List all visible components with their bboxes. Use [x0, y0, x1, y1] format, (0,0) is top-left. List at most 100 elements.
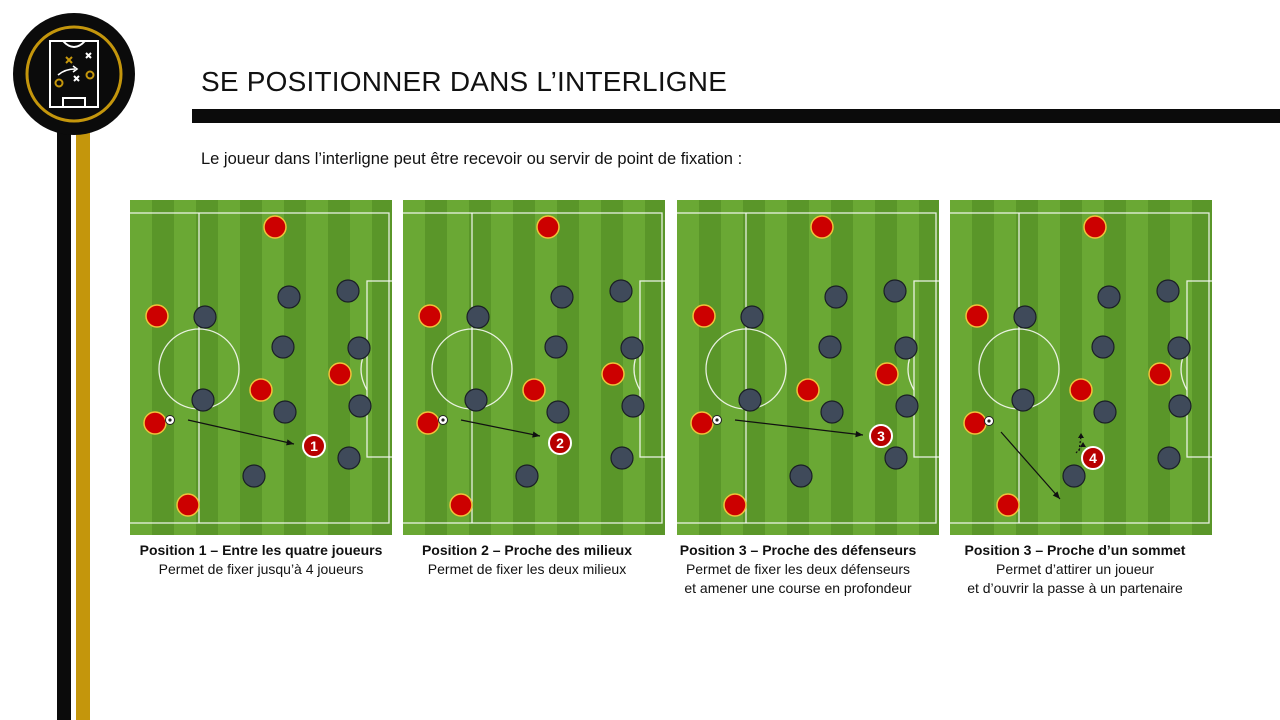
grey-player: [740, 305, 764, 329]
grey-player: [820, 400, 844, 424]
red-player: [145, 304, 169, 328]
grey-player: [191, 388, 215, 412]
movement-arrow: [1078, 435, 1082, 452]
grass-stripe: [218, 200, 240, 535]
pass-arrow: [1000, 431, 1061, 500]
red-player: [143, 411, 167, 435]
grass-stripe: [240, 200, 262, 535]
grey-player: [337, 446, 361, 470]
grey-player: [271, 335, 295, 359]
caption-2: Position 2 – Proche des milieux Permet d…: [396, 541, 658, 579]
grey-player: [193, 305, 217, 329]
caption-line: Permet d’attirer un joueur: [996, 561, 1154, 577]
grass-stripe: [831, 200, 853, 535]
grey-player: [1062, 464, 1086, 488]
grey-player: [895, 394, 919, 418]
grass-stripe: [1082, 200, 1104, 535]
numbered-player-marker: [302, 434, 326, 458]
caption-title: Position 2 – Proche des milieux: [421, 542, 633, 558]
numbered-player-marker: [869, 424, 893, 448]
grass-stripe: [787, 200, 809, 535]
grass-stripe: [677, 200, 699, 535]
movement-arrow-head: [1080, 442, 1086, 447]
grey-player: [1157, 446, 1181, 470]
grass-stripe: [284, 200, 306, 535]
tactics-board-logo-icon: [13, 13, 135, 135]
penalty-box: [913, 280, 939, 458]
grey-player: [1091, 335, 1115, 359]
red-player: [449, 493, 473, 517]
caption-title: Position 3 – Proche d’un sommet: [964, 542, 1186, 558]
pitch-outline: [677, 212, 937, 524]
grass-stripe: [557, 200, 579, 535]
grey-player: [1013, 305, 1037, 329]
grey-player: [620, 336, 644, 360]
caption-3: Position 3 – Proche des défenseurs Perme…: [667, 541, 929, 598]
grass-stripe: [972, 200, 994, 535]
red-player: [416, 411, 440, 435]
grass-stripe: [765, 200, 787, 535]
red-player: [522, 378, 546, 402]
page-title: SE POSITIONNER DANS L’INTERLIGNE: [201, 66, 728, 97]
grey-player: [348, 394, 372, 418]
grass-stripe: [853, 200, 875, 535]
penalty-box: [366, 280, 392, 458]
grey-player: [550, 285, 574, 309]
red-player: [249, 378, 273, 402]
grey-player: [884, 446, 908, 470]
grey-player: [242, 464, 266, 488]
caption-1: Position 1 – Entre les quatre joueurs Pe…: [130, 541, 392, 579]
caption-line: et amener une course en profondeur: [684, 580, 912, 596]
pass-arrow-head: [855, 431, 863, 438]
grey-player: [609, 279, 633, 303]
grey-player: [883, 279, 907, 303]
grey-player: [347, 336, 371, 360]
grey-player: [273, 400, 297, 424]
page-subtitle: Le joueur dans l’interligne peut être re…: [201, 150, 743, 168]
pitch-outline: [950, 212, 1210, 524]
grey-player: [544, 335, 568, 359]
grass-stripe: [130, 200, 152, 535]
red-player: [263, 215, 287, 239]
pitch-outline: [403, 212, 663, 524]
grey-player: [515, 464, 539, 488]
grey-player: [1156, 279, 1180, 303]
grass-stripe: [950, 200, 972, 535]
grass-stripe: [513, 200, 535, 535]
grass-stripe: [645, 200, 665, 535]
pitch-diagram-4: 4: [950, 200, 1212, 535]
grey-player: [621, 394, 645, 418]
football-icon-patch: [441, 418, 445, 422]
decorative-gold-stripe: [76, 120, 90, 720]
marker-number: 3: [877, 428, 885, 444]
red-player: [328, 362, 352, 386]
red-player: [1069, 378, 1093, 402]
marker-number: 1: [310, 438, 318, 454]
grass-stripe: [809, 200, 831, 535]
pass-arrow-head: [286, 439, 294, 446]
pitch-outline: [130, 212, 390, 524]
penalty-box: [1186, 280, 1212, 458]
pitch-diagram-3: 3: [677, 200, 939, 535]
red-player: [875, 362, 899, 386]
marker-number: 2: [556, 435, 564, 451]
caption-line: Permet de fixer jusqu’à 4 joueurs: [158, 561, 364, 577]
pitch-diagram-2: 2: [403, 200, 665, 535]
pass-arrow-head: [532, 431, 540, 438]
pass-arrow-head: [1052, 491, 1060, 499]
grey-player: [818, 335, 842, 359]
grey-player: [546, 400, 570, 424]
grass-stripe: [919, 200, 939, 535]
red-player: [601, 362, 625, 386]
red-player: [810, 215, 834, 239]
grey-player: [1168, 394, 1192, 418]
caption-title: Position 1 – Entre les quatre joueurs: [139, 542, 383, 558]
grass-stripe: [1192, 200, 1212, 535]
grass-stripe: [721, 200, 743, 535]
grey-player: [1093, 400, 1117, 424]
grass-stripe: [491, 200, 513, 535]
grey-player: [277, 285, 301, 309]
grass-stripe: [403, 200, 425, 535]
red-player: [692, 304, 716, 328]
grass-stripe: [174, 200, 196, 535]
